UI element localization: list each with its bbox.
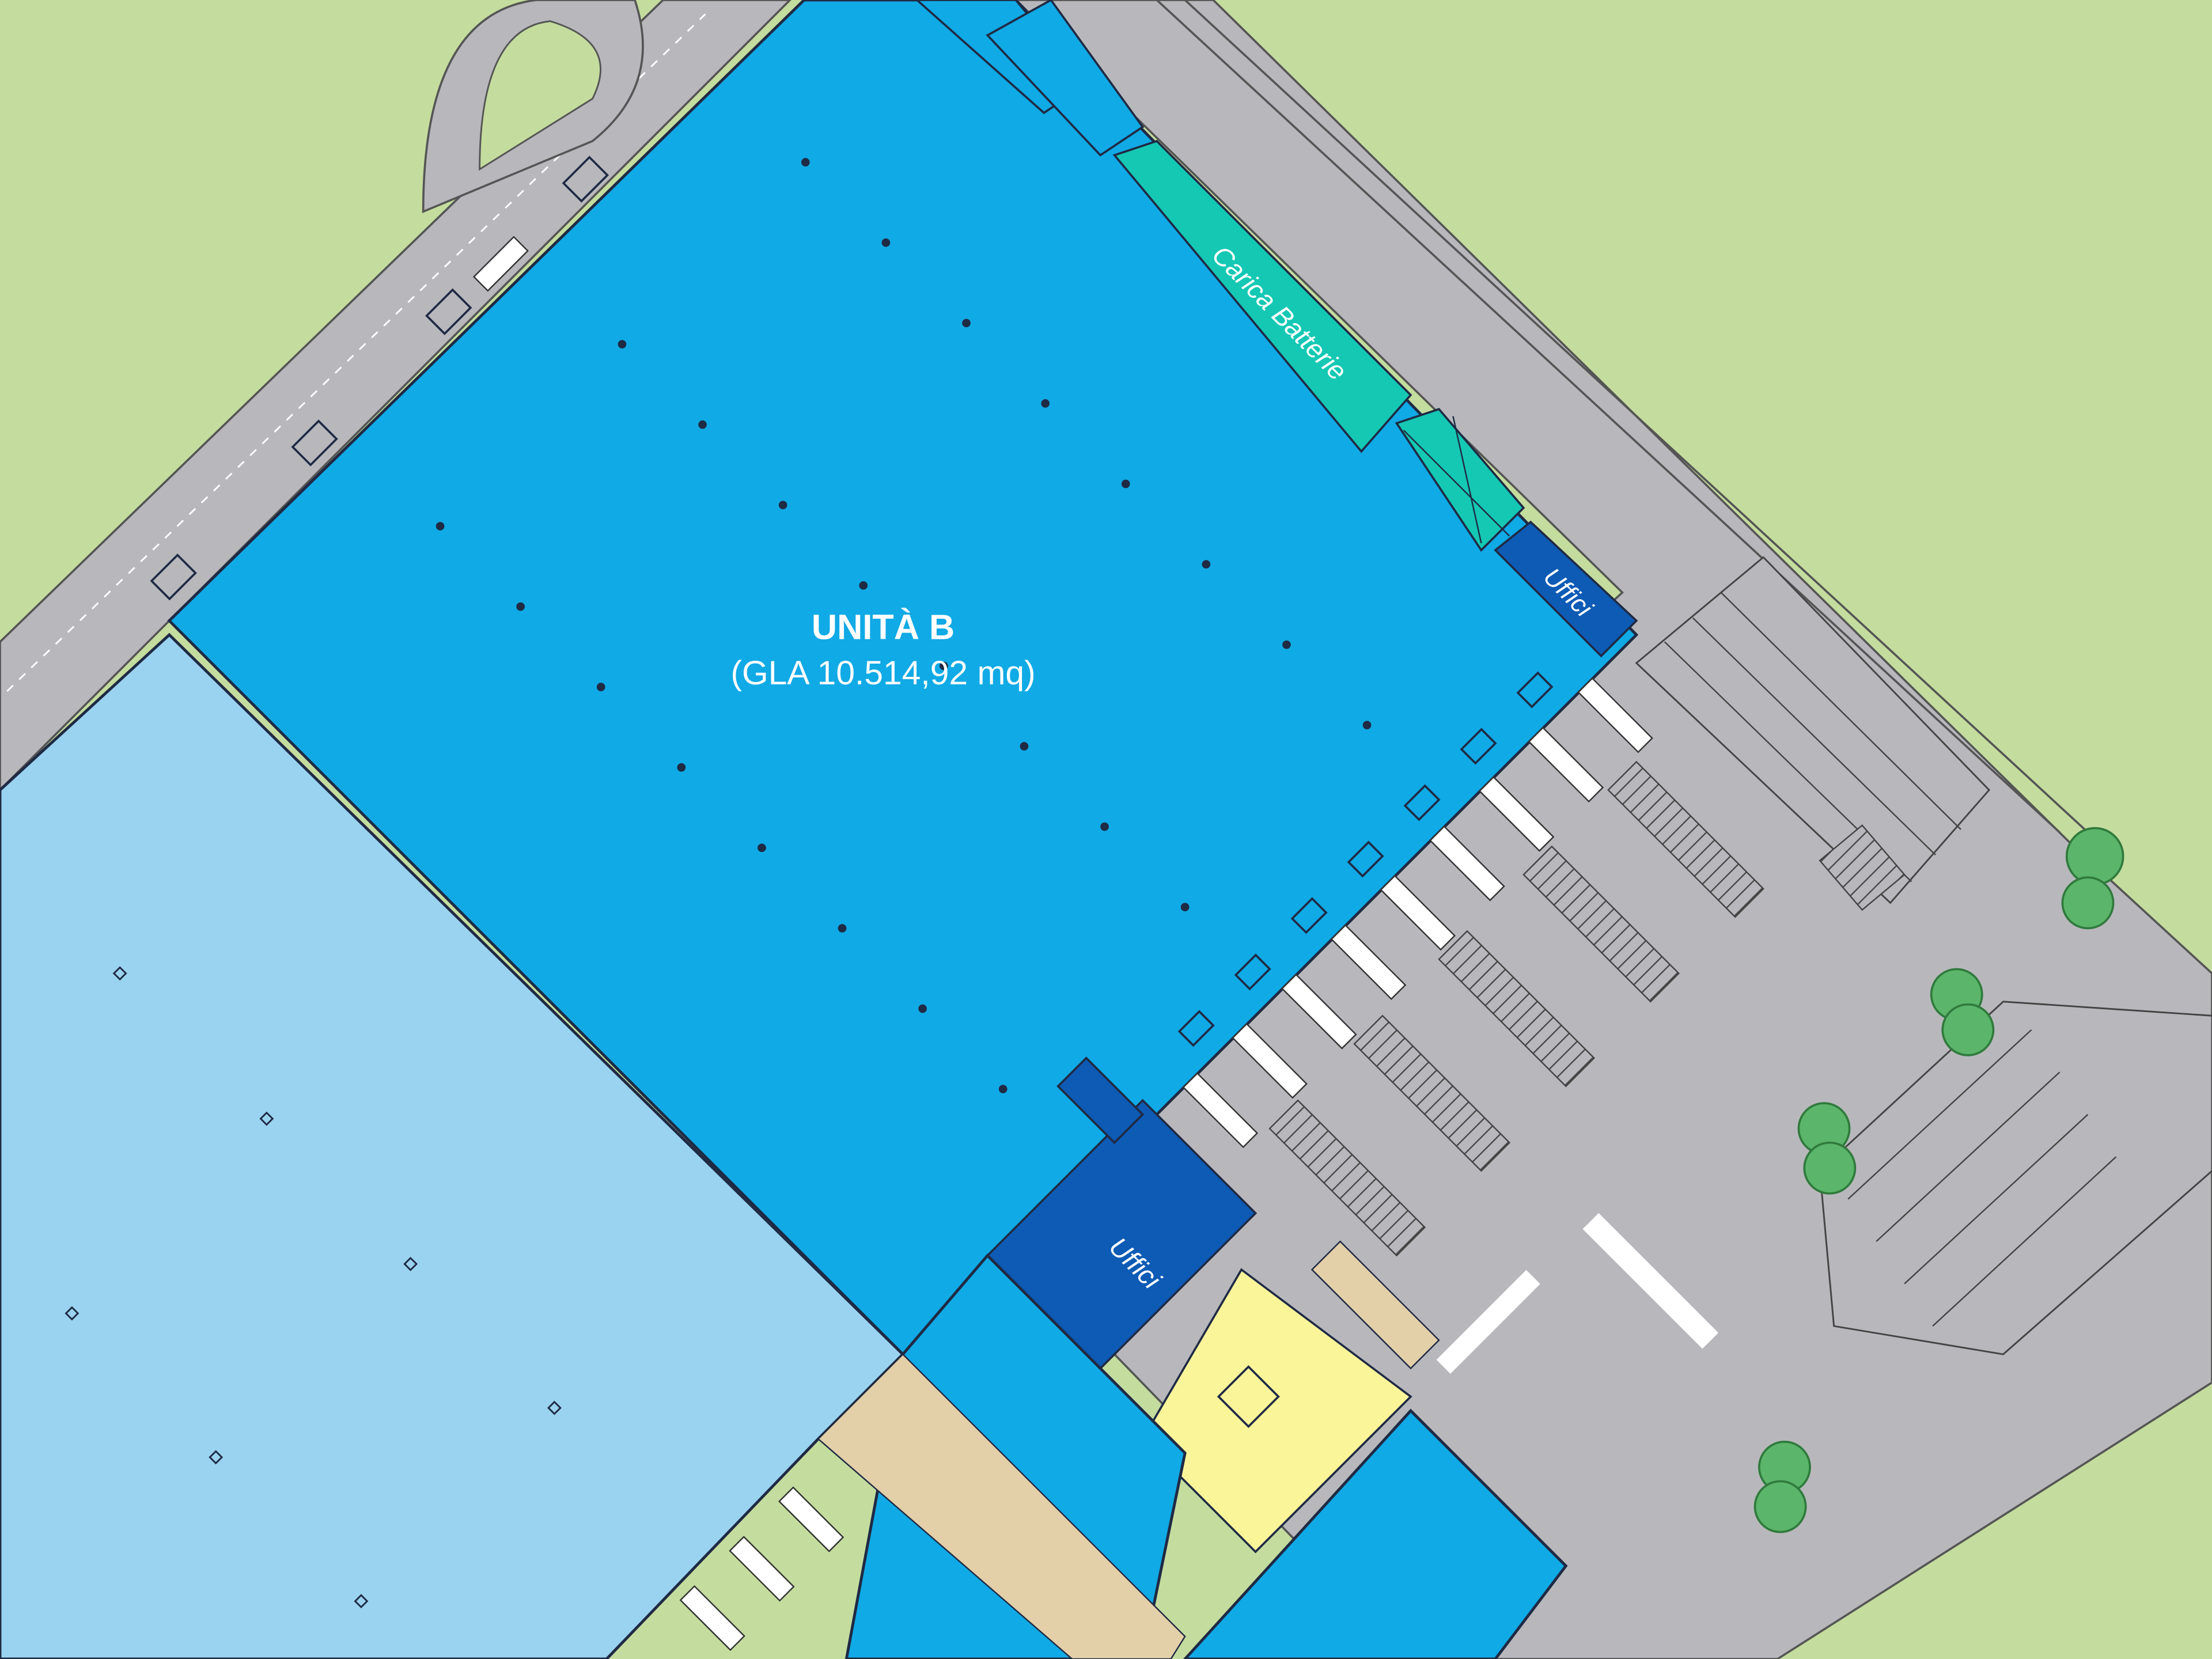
southwest-trucks <box>679 1486 844 1652</box>
railway-line <box>1184 0 2089 834</box>
unit-title: UNITÀ B <box>812 607 955 646</box>
apron-east <box>1310 1240 1440 1370</box>
crosswalk <box>1436 1213 1719 1374</box>
parking-stalls <box>1847 1029 2117 1327</box>
battery-charging-room <box>1112 139 1412 453</box>
truck-icon <box>472 236 529 292</box>
hatched-zone <box>1819 824 1906 911</box>
truck-parking-stalls <box>1268 760 1764 1257</box>
stair-icon <box>1217 1365 1280 1429</box>
services-block <box>1141 1268 1412 1554</box>
utility-cross <box>1452 416 1482 544</box>
adjacent-warehouse-pillars <box>65 966 562 1609</box>
unit-b-south-block <box>1183 1408 1568 1659</box>
loading-bays-north <box>915 0 1145 157</box>
apron-south <box>817 1353 1186 1659</box>
utility-room <box>1395 408 1525 552</box>
turning-loop-island <box>479 20 601 171</box>
docked-trucks <box>1182 677 1653 1149</box>
tree-icon <box>1753 827 2124 1533</box>
office-annex <box>1056 1056 1145 1145</box>
unit-gla: (GLA 10.514,92 mq) <box>730 654 1035 692</box>
railway-line <box>1156 0 2061 834</box>
office-block-north <box>1494 520 1638 658</box>
dock-doors-southeast <box>1177 671 1554 1047</box>
unit-b-pillars <box>435 158 1372 1093</box>
dock-doors-northwest <box>150 156 609 601</box>
car-parking-area <box>1819 1001 2212 1355</box>
utility-cross <box>1403 430 1510 537</box>
